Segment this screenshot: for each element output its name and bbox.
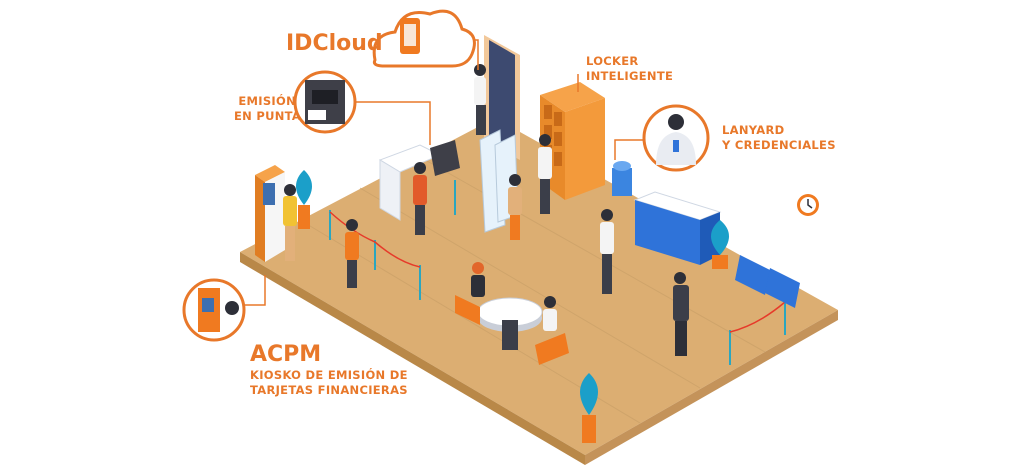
clock-icon — [797, 194, 819, 216]
acpm-title: ACPM — [250, 342, 322, 367]
lanyard-line-2: Y CREDENCIALES — [722, 138, 836, 152]
locker-label: LOCKER INTELIGENTE — [586, 54, 673, 84]
cloud-phone-icon — [372, 9, 476, 68]
emision-line-2: EN PUNTA — [234, 109, 302, 123]
emision-label: EMISIÓN EN PUNTA — [234, 94, 302, 124]
plants — [296, 170, 729, 443]
kiosk-card-icon — [182, 278, 246, 342]
people — [283, 64, 689, 356]
door-frame — [484, 35, 520, 160]
lanyard-label: LANYARD Y CREDENCIALES — [722, 123, 836, 153]
acpm-line-1: KIOSKO DE EMISIÓN DE — [250, 368, 408, 382]
acpm-kiosk — [255, 165, 285, 262]
lanyard-line-1: LANYARD — [722, 123, 785, 137]
queue-barriers — [329, 180, 786, 365]
card-printer-icon — [293, 70, 357, 134]
acpm-label: KIOSKO DE EMISIÓN DE TARJETAS FINANCIERA… — [250, 368, 408, 398]
locker-line-1: LOCKER — [586, 54, 639, 68]
locker-line-2: INTELIGENTE — [586, 69, 674, 83]
acpm-line-2: TARJETAS FINANCIERAS — [250, 383, 408, 397]
smart-locker — [540, 82, 605, 200]
reception-desk — [378, 140, 460, 221]
meeting-table — [455, 295, 569, 365]
idcloud-label: IDCloud — [286, 31, 383, 56]
waiting-chairs — [735, 255, 800, 308]
badge-person-icon — [642, 104, 710, 172]
emision-line-1: EMISIÓN — [238, 94, 296, 108]
